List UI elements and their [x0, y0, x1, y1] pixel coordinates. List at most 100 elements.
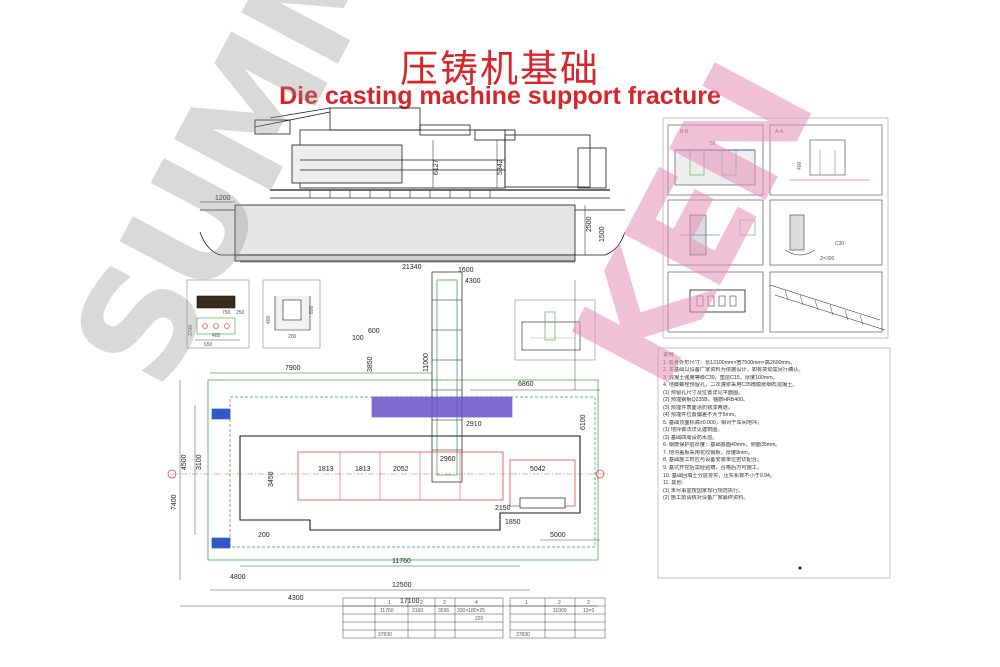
table-right-h3: 3 — [587, 600, 590, 606]
design-notes: 说明: 1. 机身外形尺寸：长12100mm×宽7500mm×高2600mm。 … — [663, 352, 888, 572]
dim-detail2-a: 200 — [288, 334, 297, 340]
table-left-c5: 220 — [475, 616, 484, 622]
note-line: (1) 预留孔尺寸及位置详见平面图。 — [663, 389, 744, 396]
table-left-c2: 3160 — [412, 608, 423, 614]
dim-plan-top-7: 600 — [368, 328, 380, 335]
machine-tie-bars — [329, 107, 421, 131]
table-left-c4: 330×180×25 — [457, 608, 485, 614]
note-line: 6. 钢筋保护层厚度：基础底面40mm，侧面35mm。 — [663, 442, 781, 449]
note-line: 11. 其他: — [663, 480, 684, 487]
dim-elev-7: 1600 — [458, 267, 474, 274]
material-table-right — [509, 597, 606, 639]
note-line: 9. 基坑开挖后需经验槽，合格后方可施工。 — [663, 464, 763, 471]
section-panel-frame — [662, 117, 889, 339]
plan-outline-green — [207, 379, 599, 561]
plan-crane-beam — [371, 396, 513, 418]
table-right-c3: 37830 — [516, 632, 530, 638]
note-line: 3. 混凝土强度等级C30，垫层C15，厚度100mm。 — [663, 374, 778, 381]
note-line: 8. 基础施工时应与设备安装单位密切配合。 — [663, 457, 763, 464]
dim-plan-top-3: 4300 — [465, 278, 481, 285]
dim-plan-mid-2: 1813 — [355, 466, 371, 473]
machine-injection-unit — [504, 134, 591, 188]
dim-detail1-e: 3700 — [188, 325, 194, 336]
plan-vertical-column — [431, 271, 463, 483]
dim-plan-other-1: 2910 — [466, 421, 482, 428]
dim-elev-6: 5342 — [497, 159, 504, 175]
machine-hydraulic-unit — [577, 147, 607, 189]
plan-view — [167, 271, 610, 607]
dim-plan-top-6: 100 — [352, 335, 364, 342]
machine-clamp-unit — [291, 144, 403, 184]
dim-plan-left-3: 7400 — [171, 494, 178, 510]
dim-elev-3: 1500 — [599, 226, 606, 242]
dim-plan-top-4: 3850 — [367, 356, 374, 372]
dim-elev-1: 1200 — [215, 195, 231, 202]
dim-elev-2: 2500 — [586, 216, 593, 232]
note-line: 1. 机身外形尺寸：长12100mm×宽7500mm×高2600mm。 — [663, 359, 796, 366]
detail-pit-2 — [262, 279, 321, 349]
dim-plan-other-4: 3450 — [268, 471, 275, 487]
section-label-aa: A-A — [775, 129, 784, 135]
plan-red-pit — [297, 451, 504, 501]
dim-detail1-d: 650 — [204, 342, 213, 348]
table-right-c2: 13×0 — [583, 608, 594, 614]
table-left-c3: 3036 — [438, 608, 449, 614]
table-right-c1: 11000 — [553, 608, 567, 614]
section-dim-2: 55 — [710, 141, 716, 147]
table-left-h4: 4 — [475, 600, 478, 606]
page-title-english: Die casting machine support fracture — [279, 82, 721, 110]
dim-detail2-c: 400 — [266, 315, 272, 324]
note-line: 2. 本基础以设备厂家资料为依据设计，如有变动需另行确认。 — [663, 367, 804, 374]
foundation-block — [234, 204, 576, 256]
dim-plan-top-2: 6860 — [518, 381, 534, 388]
dim-plan-bottom-2: 12500 — [392, 582, 412, 589]
detail-pit-1 — [186, 279, 250, 349]
detail-section-small — [514, 299, 596, 361]
dim-detail1-c: 400 — [212, 333, 221, 339]
note-line: (1) 未尽事宜按国家现行规范执行。 — [663, 487, 744, 494]
dim-plan-other-3: 2150 — [495, 505, 511, 512]
table-right-h2: 2 — [558, 600, 561, 606]
note-line: (1) 地坪做法详见建筑图。 — [663, 427, 723, 434]
dim-plan-other-2: 1850 — [505, 519, 521, 526]
table-left-h1: 1 — [388, 600, 391, 606]
dim-detail2-b: 600 — [309, 305, 315, 314]
section-dim-1: 400 — [797, 161, 803, 170]
dim-plan-top-1: 7900 — [285, 365, 301, 372]
page-title-chinese: 压铸机基础 — [399, 47, 600, 91]
dim-plan-mid-1: 1813 — [318, 466, 334, 473]
table-right-h1: 1 — [525, 600, 528, 606]
notes-frame — [657, 347, 891, 579]
note-line: (3) 预埋件表面涂防锈漆两道。 — [663, 404, 734, 411]
dim-plan-bottom-3: 17100 — [400, 598, 420, 605]
elevation-view — [199, 107, 626, 263]
material-table-left — [342, 597, 504, 639]
dim-plan-bottom-6: 4800 — [230, 574, 246, 581]
dim-plan-mid-5: 5042 — [530, 466, 546, 473]
section-label-bb: B-B — [680, 129, 689, 135]
dim-elev-5: 6127 — [433, 159, 440, 175]
dim-detail1-a: 750 — [222, 310, 231, 316]
table-left-h2: 2 — [420, 600, 423, 606]
dim-plan-bottom-4: 5000 — [550, 532, 566, 539]
note-line: 10. 基础回填土分层夯实，压实系数不小于0.94。 — [663, 472, 776, 479]
dim-plan-left-4: 6100 — [580, 414, 587, 430]
note-line: 5. 基础顶面标高±0.000，相对于车间地坪。 — [663, 419, 763, 426]
dim-plan-bottom-1: 11760 — [392, 558, 411, 565]
note-line: (4) 预埋件位置偏差不大于5mm。 — [663, 412, 740, 419]
dim-plan-left-2: 3100 — [196, 454, 203, 470]
note-line: (2) 预埋钢板Q235B，锚筋HRB400。 — [663, 397, 749, 404]
note-line: 7. 地沟盖板采用花纹钢板，厚度8mm。 — [663, 449, 753, 456]
dim-plan-bottom-7: 200 — [258, 532, 270, 539]
dim-plan-mid-4: 2960 — [440, 456, 456, 463]
dim-plan-left-1: 4500 — [181, 454, 188, 470]
section-dim-4: Z=300 — [820, 256, 835, 262]
dim-elev-4: 21340 — [402, 264, 422, 271]
note-line: (2) 施工前请核对设备厂家最终资料。 — [663, 495, 749, 502]
dim-plan-mid-3: 2052 — [393, 466, 409, 473]
note-line: 4. 地脚螺栓预留孔，二次灌浆采用C35微膨胀细石混凝土。 — [663, 382, 798, 389]
dim-plan-bottom-5: 4300 — [288, 595, 304, 602]
table-left-h3: 3 — [443, 600, 446, 606]
table-left-c1: 11760 — [380, 608, 394, 614]
